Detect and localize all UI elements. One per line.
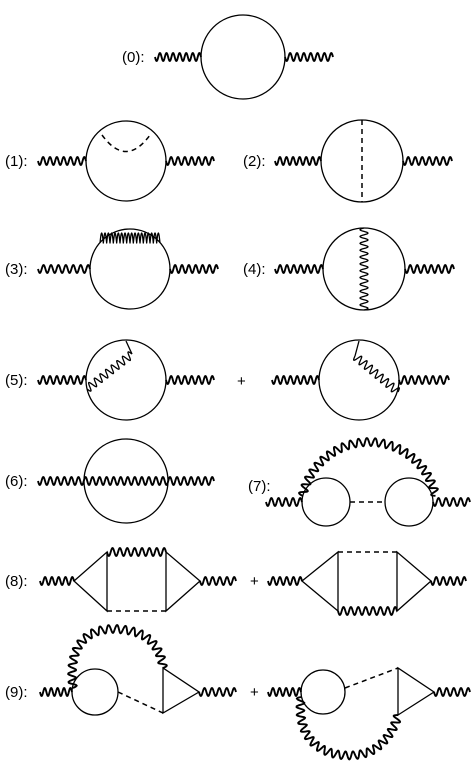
fermion-loop	[85, 120, 167, 202]
external-photon-right	[169, 264, 219, 274]
label-4: (4):	[243, 261, 266, 278]
external-photon-right	[199, 576, 237, 586]
diagram-0: (0):	[122, 14, 334, 100]
external-photon-left	[274, 156, 322, 166]
external-photon-right	[198, 687, 237, 697]
external-photon-right	[284, 52, 334, 62]
dashed-line	[117, 691, 164, 714]
external-photon-left	[37, 156, 87, 166]
fermion-loop	[300, 669, 346, 715]
diagram-8: (8): +	[5, 547, 467, 616]
photon-arc-over	[67, 624, 168, 689]
fermion-segment-a	[125, 340, 133, 355]
fermion-segment-b	[354, 340, 360, 357]
triangle-right	[165, 550, 201, 613]
diagram-5: (5): +	[5, 339, 450, 421]
external-photon-right	[402, 156, 453, 166]
fermion-loop	[71, 668, 119, 716]
dashed-line	[344, 667, 399, 689]
external-photon-left	[274, 264, 324, 274]
external-photon-left	[271, 375, 320, 385]
external-photon-right	[404, 264, 455, 274]
label-7: (7):	[248, 478, 271, 495]
fermion-loop-right	[384, 477, 434, 527]
label-5: (5):	[5, 372, 28, 389]
diagram-7: (7):	[248, 437, 471, 527]
label-0: (0):	[122, 49, 145, 66]
external-photon-right	[165, 375, 215, 385]
external-photon-right	[165, 156, 215, 166]
triangle-left	[73, 550, 108, 613]
plus-sign: +	[250, 573, 259, 590]
internal-photon-line	[359, 227, 369, 311]
diagram-2: (2):	[243, 119, 453, 203]
photon-arc-under	[295, 696, 402, 761]
external-photon-left	[39, 687, 73, 697]
diagram-4: (4):	[243, 227, 455, 311]
external-photon-left	[37, 375, 87, 385]
internal-photon-line	[99, 232, 161, 244]
external-photon-right	[433, 687, 471, 697]
triangle-left	[300, 550, 339, 613]
label-2: (2):	[243, 153, 266, 170]
external-photon-left	[39, 576, 75, 586]
diagram-3: (3):	[5, 228, 219, 310]
fermion-loop-b	[318, 339, 400, 421]
fermion-loop	[200, 14, 286, 100]
label-9: (9):	[5, 684, 28, 701]
external-photon-left	[267, 576, 303, 586]
label-8: (8):	[5, 573, 28, 590]
diagram-1: (1):	[5, 120, 215, 202]
external-photon-left	[37, 264, 91, 274]
triangle-right	[396, 550, 432, 613]
external-photon-right	[398, 375, 450, 385]
photon-top	[106, 547, 167, 557]
external-photon-left	[265, 497, 303, 507]
internal-photon-line-b	[352, 355, 401, 393]
diagram-6: (6):	[5, 438, 215, 524]
triangle	[397, 666, 436, 717]
plus-sign: +	[250, 684, 259, 701]
triangle	[162, 666, 201, 715]
external-photon-left	[154, 52, 202, 62]
internal-photon-line-a	[86, 351, 133, 392]
photon-arc-over	[298, 437, 439, 497]
label-1: (1):	[5, 153, 28, 170]
plus-sign: +	[237, 373, 246, 390]
external-photon-right	[432, 497, 471, 507]
photon-bottom	[337, 606, 398, 616]
external-photon-left	[267, 687, 302, 697]
dashed-self-energy-line	[101, 134, 151, 153]
label-3: (3):	[5, 261, 28, 278]
label-6: (6):	[5, 473, 28, 490]
photon-through-loop	[37, 476, 215, 486]
external-photon-right	[430, 576, 467, 586]
diagram-9: (9): +	[5, 624, 471, 761]
